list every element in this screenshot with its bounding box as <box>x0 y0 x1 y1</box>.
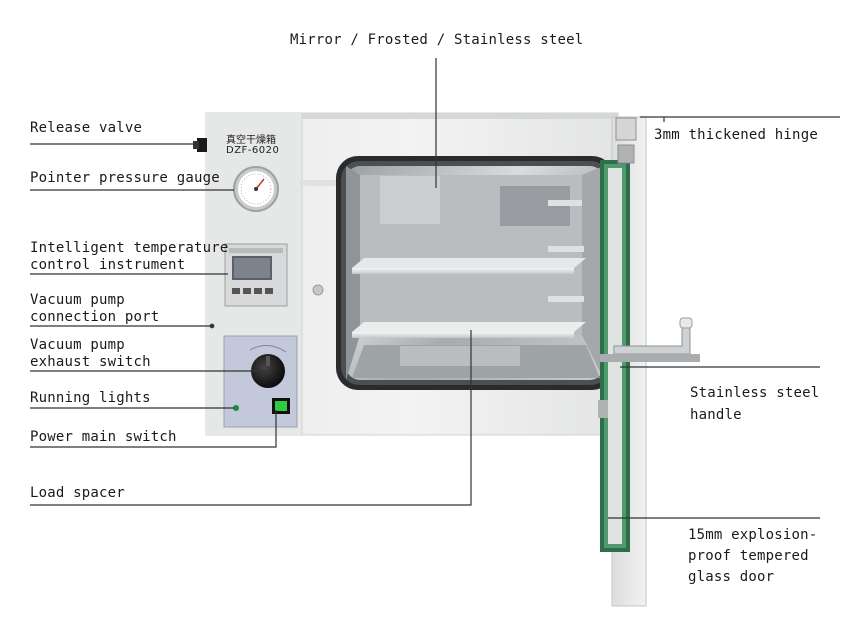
label-hinge: 3mm thickened hinge <box>654 127 818 143</box>
leader-lines <box>30 58 840 519</box>
label-running-lights: Running lights <box>30 390 151 406</box>
label-release-valve: Release valve <box>30 120 143 136</box>
pressure-gauge <box>233 166 279 212</box>
label-glass-door: 15mm explosion- proof tempered glass doo… <box>688 527 818 585</box>
viewing-window <box>336 156 614 390</box>
control-panel <box>223 335 298 428</box>
release-valve <box>193 138 207 152</box>
label-pressure-gauge: Pointer pressure gauge <box>30 170 220 186</box>
machine-name-cn: 真空干燥箱 <box>226 135 276 146</box>
label-power-switch: Power main switch <box>30 429 177 445</box>
machine-model: DZF-6020 <box>226 145 280 156</box>
door-latch-pin <box>312 284 324 296</box>
label-mirror: Mirror / Frosted / Stainless steel <box>290 32 584 48</box>
label-load-spacer: Load spacer <box>30 485 125 501</box>
door-handle <box>600 317 700 362</box>
label-exhaust-switch: Vacuum pump exhaust switch <box>30 337 151 370</box>
label-handle: Stainless steel handle <box>690 385 820 423</box>
temperature-controller <box>224 243 288 307</box>
label-temp-control: Intelligent temperature control instrume… <box>30 240 229 273</box>
label-vacuum-port: Vacuum pump connection port <box>30 292 160 325</box>
